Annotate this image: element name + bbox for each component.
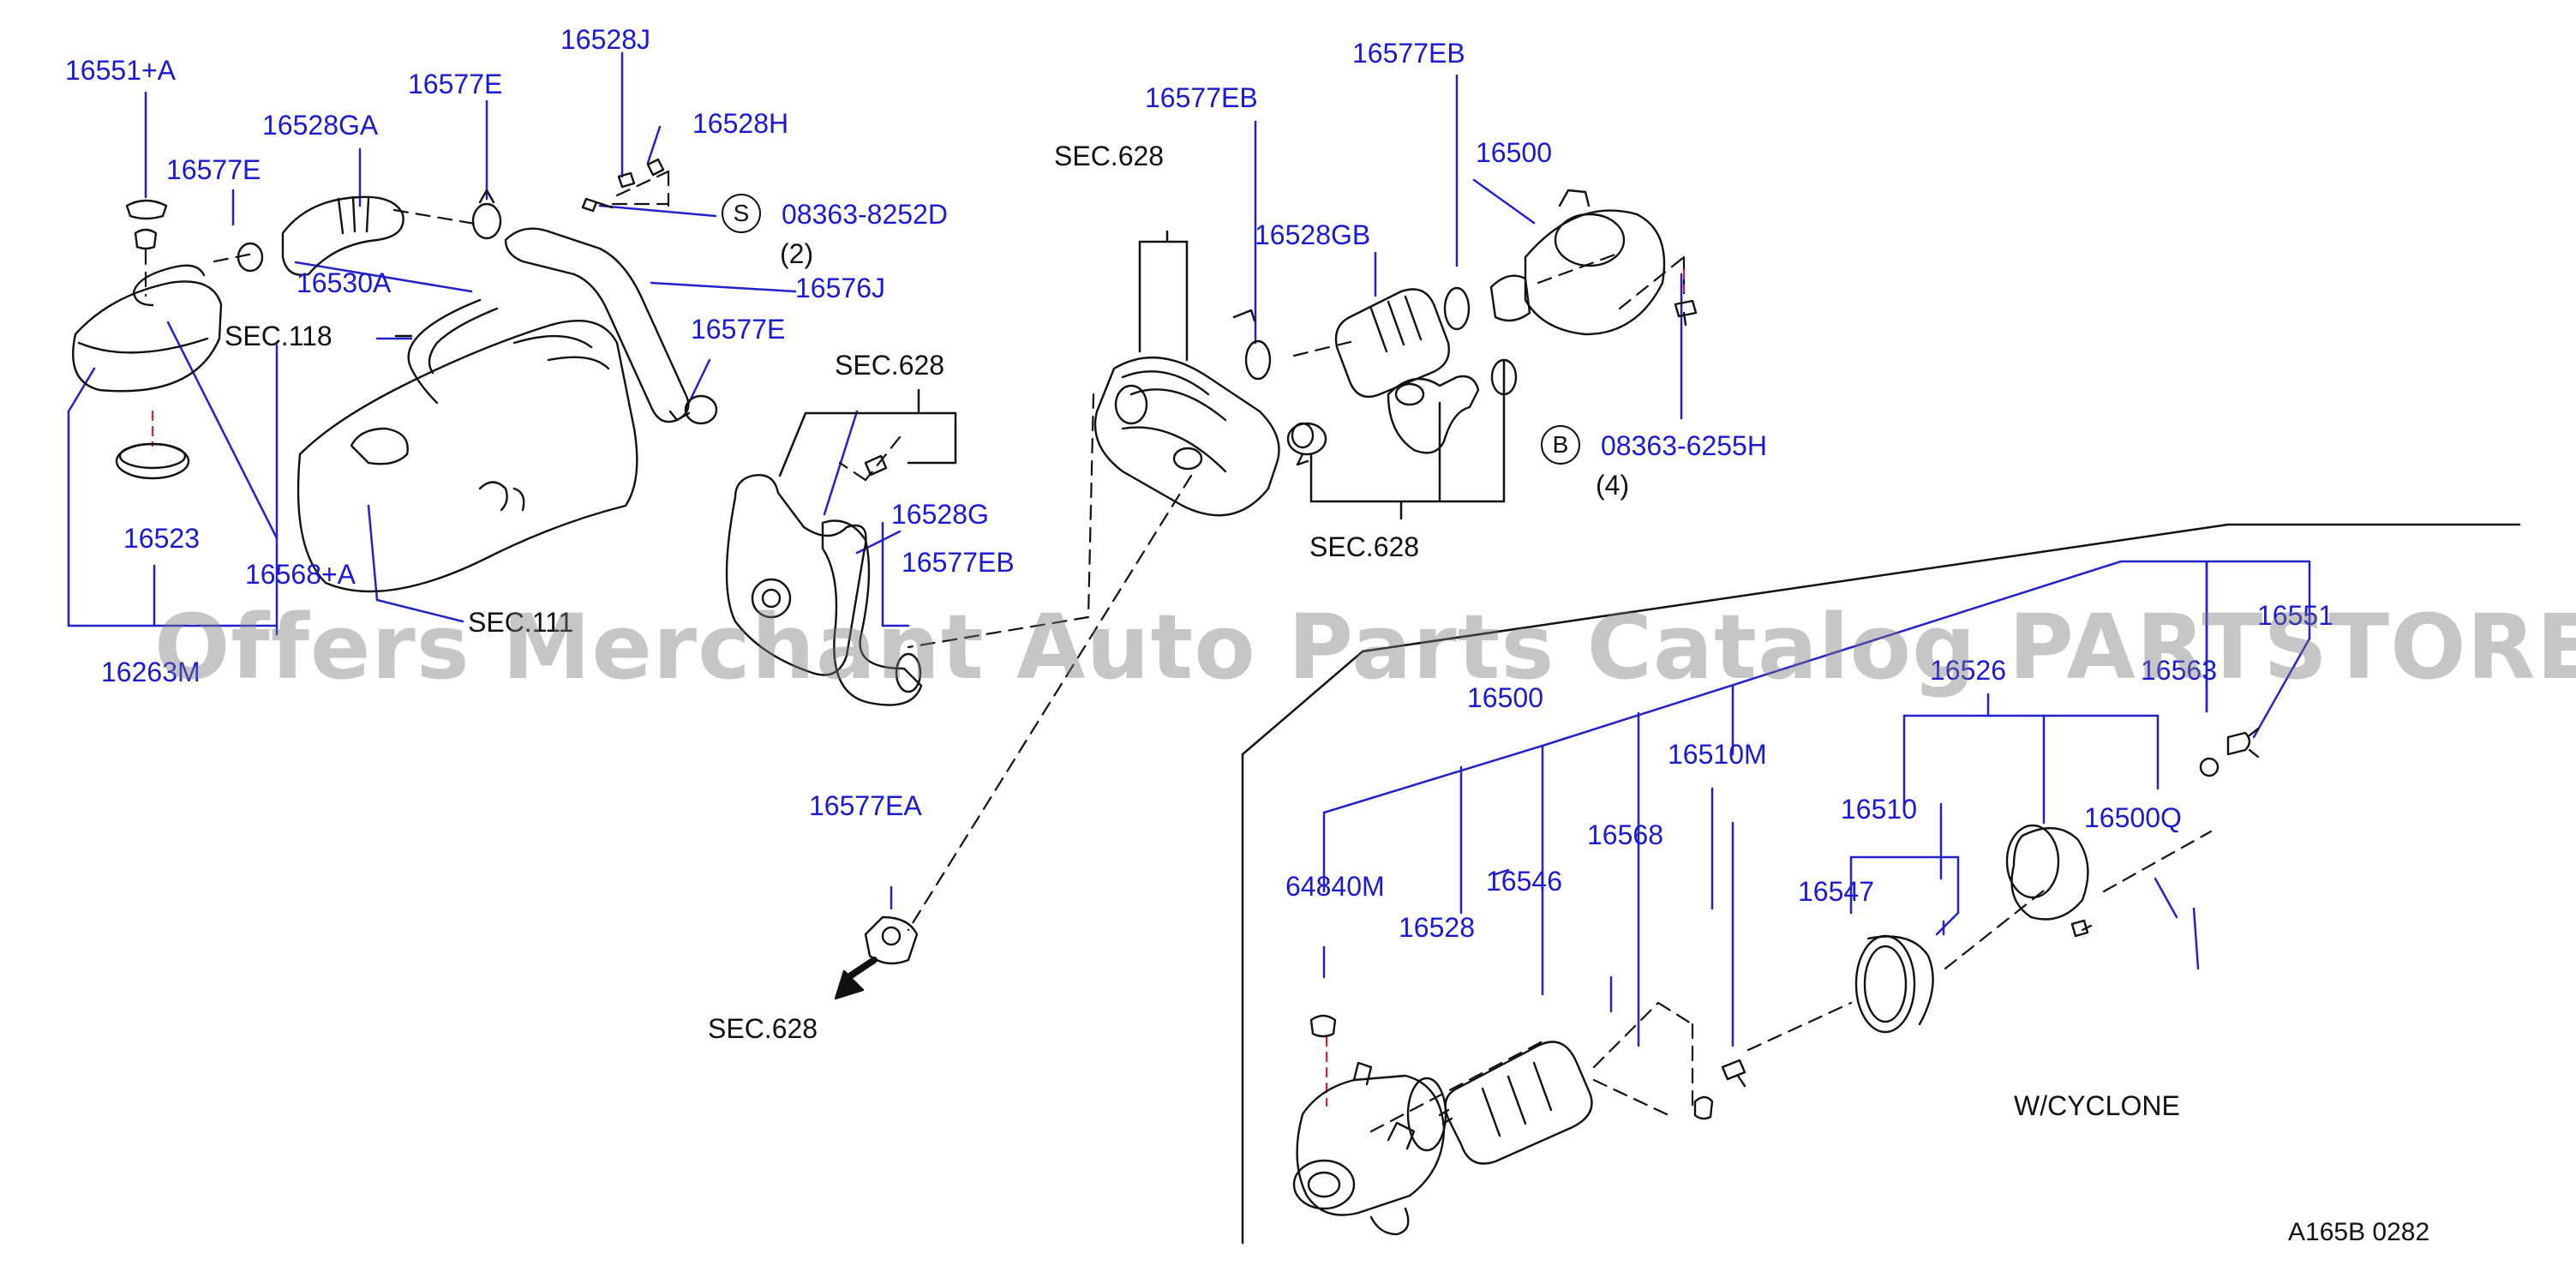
label-sec111[interactable]: SEC.111 xyxy=(468,607,574,638)
quantity-2: (2) xyxy=(780,238,814,269)
cap-64840M xyxy=(1309,1014,1337,1038)
variant-label: W/CYCLONE xyxy=(2014,1090,2180,1121)
cyclone-housing xyxy=(1296,1074,1446,1216)
label-16528gb[interactable]: 16528GB xyxy=(1255,219,1371,250)
label-sec118[interactable]: SEC.118 xyxy=(225,321,332,351)
label-16523[interactable]: 16523 xyxy=(123,523,200,554)
label-16551-a[interactable]: 16551+A xyxy=(65,55,177,86)
label-16577eb-top[interactable]: 16577EB xyxy=(1145,82,1258,113)
label-16528h[interactable]: 16528H xyxy=(692,108,789,139)
label-16577ea[interactable]: 16577EA xyxy=(809,790,922,821)
intake-duct-16528GB xyxy=(1334,288,1450,399)
label-16551[interactable]: 16551 xyxy=(2257,600,2333,631)
label-16500q[interactable]: 16500Q xyxy=(2084,802,2182,833)
label-16563[interactable]: 16563 xyxy=(2141,655,2217,686)
label-16577eb-mid[interactable]: 16577EB xyxy=(902,547,1015,578)
label-16530a[interactable]: 16530A xyxy=(297,267,392,298)
label-16526[interactable]: 16526 xyxy=(1930,655,2006,686)
label-sec628-c[interactable]: SEC.628 xyxy=(1309,531,1420,562)
black-leaders xyxy=(394,230,1506,520)
label-16577eb-top2[interactable]: 16577EB xyxy=(1352,38,1465,69)
assembly-lines xyxy=(144,170,2213,1133)
watermark: Offers Merchant Auto Parts Catalog PARTS… xyxy=(154,595,2576,699)
red-dash-lines xyxy=(151,268,1686,1107)
label-16547[interactable]: 16547 xyxy=(1798,876,1874,907)
label-16546[interactable]: 16546 xyxy=(1486,866,1562,897)
label-16263m[interactable]: 16263M xyxy=(101,657,201,687)
cap-part xyxy=(125,199,168,220)
hose-16528GA xyxy=(281,195,404,276)
hose-16528G xyxy=(821,519,923,706)
label-64840m[interactable]: 64840M xyxy=(1285,871,1385,902)
label-16576j[interactable]: 16576J xyxy=(795,273,885,303)
label-16528[interactable]: 16528 xyxy=(1399,912,1475,943)
diagram-code: A165B 0282 xyxy=(2288,1218,2430,1246)
throttle-body-16500 xyxy=(1524,209,1666,336)
callout-s: S xyxy=(722,194,761,233)
label-16577e-top[interactable]: 16577E xyxy=(408,69,503,99)
label-sec628-d[interactable]: SEC.628 xyxy=(708,1013,818,1044)
label-sec628-a[interactable]: SEC.628 xyxy=(835,350,945,381)
label-16500-bottom[interactable]: 16500 xyxy=(1467,682,1543,713)
label-16577e-right[interactable]: 16577E xyxy=(691,314,786,345)
elbow-hose xyxy=(1387,375,1480,454)
bottom-brackets xyxy=(1322,560,2311,1047)
connector-16577EA xyxy=(864,915,919,965)
thermostat-housing xyxy=(725,474,867,676)
label-sec628-b[interactable]: SEC.628 xyxy=(1054,141,1165,171)
leader-lines xyxy=(67,51,2311,1013)
label-16528j[interactable]: 16528J xyxy=(560,24,650,55)
label-16577e-left[interactable]: 16577E xyxy=(166,154,261,185)
label-16528g[interactable]: 16528G xyxy=(891,499,989,530)
label-16568[interactable]: 16568 xyxy=(1587,819,1663,850)
label-08363-6255h[interactable]: 08363-6255H xyxy=(1601,430,1767,461)
label-16510m[interactable]: 16510M xyxy=(1668,739,1767,770)
cover-16500Q xyxy=(2010,826,2089,921)
air-filter-housing xyxy=(1093,356,1280,517)
quantity-4: (4) xyxy=(1596,470,1630,501)
label-08363-8252d[interactable]: 08363-8252D xyxy=(782,199,948,230)
label-16510[interactable]: 16510 xyxy=(1841,794,1917,825)
label-16500-top[interactable]: 16500 xyxy=(1476,137,1552,168)
label-16528ga[interactable]: 16528GA xyxy=(262,110,379,141)
reservoir-part xyxy=(72,280,223,393)
label-16568-a[interactable]: 16568+A xyxy=(245,559,356,590)
part-outlines xyxy=(72,158,2260,1236)
variant-border xyxy=(1241,523,2521,1245)
engine-block xyxy=(297,320,638,593)
callout-b: B xyxy=(1541,425,1580,465)
